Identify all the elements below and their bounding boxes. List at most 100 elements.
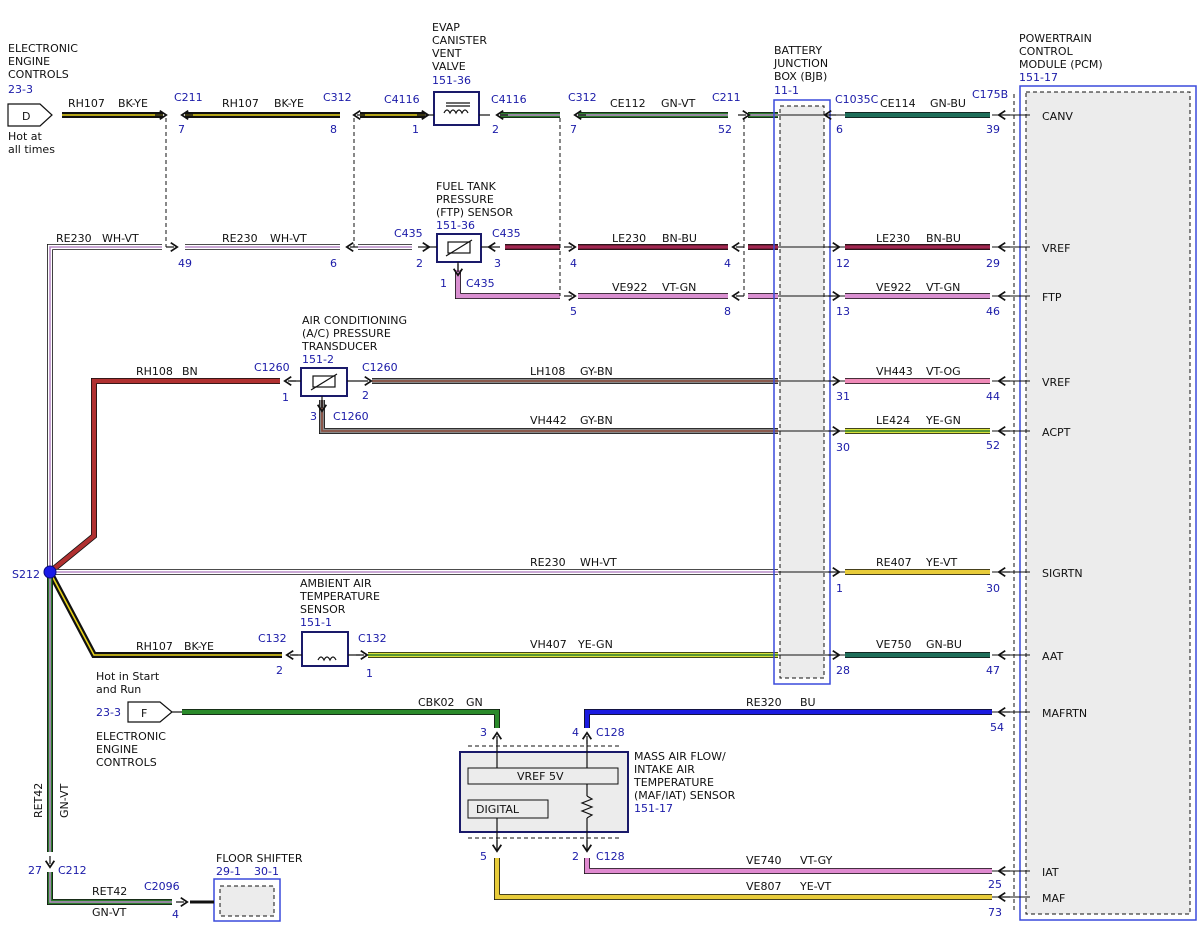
eec-bottom-title-3: CONTROLS (96, 756, 157, 769)
ftp-title-2: PRESSURE (436, 193, 494, 206)
pcm-pin-ftp: FTP (1042, 291, 1062, 304)
label-ve750-circuit: VE750 (876, 638, 911, 651)
pin-c211-8: 8 (724, 305, 731, 318)
wire-stroke (49, 872, 172, 903)
pass-through-lines (778, 114, 1030, 898)
pin-c175b-54: 54 (990, 721, 1004, 734)
label-re230-b-color: WH-VT (270, 232, 307, 245)
pin-c175b-25: 25 (988, 878, 1002, 891)
floor-shifter-ref-2: 30-1 (254, 865, 279, 878)
label-re230-a-color: WH-VT (102, 232, 139, 245)
conn-c1260-b: C1260 (362, 361, 398, 374)
pin-c128-5: 5 (480, 850, 487, 863)
pcm-title-2: CONTROL (1019, 45, 1074, 58)
label-le230-b-color: BN-BU (926, 232, 961, 245)
conn-c132-a: C132 (258, 632, 287, 645)
label-le230-b-circuit: LE230 (876, 232, 910, 245)
wire-cbk02 (182, 709, 500, 728)
label-ret42-a-color: GN-VT (58, 783, 71, 818)
aat-component: AMBIENT AIR TEMPERATURE SENSOR 151-1 (292, 577, 380, 667)
pin-c1260-2: 2 (362, 389, 369, 402)
label-vh442-circuit: VH442 (530, 414, 567, 427)
eec-bottom-ref: 23-3 (96, 706, 121, 719)
wire-stroke (586, 858, 992, 872)
connector-links (165, 118, 745, 296)
pin-c211-4: 4 (724, 257, 731, 270)
ac-title-2: (A/C) PRESSURE (302, 327, 391, 340)
conn-c211-b: C211 (712, 91, 741, 104)
label-ce112-color: GN-VT (661, 97, 696, 110)
wire-stroke (496, 858, 992, 898)
wire-stroke (182, 711, 498, 728)
label-rh108-color: BN (182, 365, 198, 378)
aat-title-1: AMBIENT AIR (300, 577, 372, 590)
wire-rh108 (48, 378, 280, 575)
label-lh108-color: GY-BN (580, 365, 613, 378)
pin-c1260-1: 1 (282, 391, 289, 404)
wire-ve807 (494, 858, 992, 900)
floor-shifter-outline (213, 878, 281, 922)
wire-rh107-aat (47, 570, 282, 658)
label-ret42-b-circuit: RET42 (92, 885, 127, 898)
pcm-pin-maf: MAF (1042, 892, 1065, 905)
wire-re230-main (47, 244, 162, 572)
bjb-body (779, 105, 825, 679)
wire-stroke (49, 246, 162, 572)
label-ve750-color: GN-BU (926, 638, 962, 651)
pcm-component: POWERTRAIN CONTROL MODULE (PCM) 151-17 C… (1013, 32, 1197, 921)
conn-c132-b: C132 (358, 632, 387, 645)
label-le230-a-circuit: LE230 (612, 232, 646, 245)
ftp-ref: 151-36 (436, 219, 475, 232)
bjb-title-1: BATTERY (774, 44, 822, 57)
wire-stroke (47, 244, 162, 572)
pcm-pin-acpt: ACPT (1042, 426, 1071, 439)
ftp-title-3: (FTP) SENSOR (436, 206, 513, 219)
conn-c128-b: C128 (596, 850, 625, 863)
pin-c128-4: 4 (572, 726, 579, 739)
pcm-pin-vref-2: VREF (1042, 376, 1070, 389)
pin-c435-3: 3 (494, 257, 501, 270)
pcm-title-1: POWERTRAIN (1019, 32, 1092, 45)
evap-title-1: EVAP (432, 21, 460, 34)
eec-bottom-note-1: Hot in Start (96, 670, 160, 683)
bjb-component: BATTERY JUNCTION BOX (BJB) 11-1 (773, 44, 831, 685)
splice-s212 (43, 565, 57, 579)
wire-labels: RH107 BK-YE RH107 BK-YE CE112 GN-VT CE11… (32, 97, 966, 919)
conn-c312-b: C312 (568, 91, 597, 104)
label-re230-c-circuit: RE230 (530, 556, 566, 569)
pin-c312-7: 7 (570, 123, 577, 136)
conn-c435-a: C435 (394, 227, 423, 240)
ac-component: AIR CONDITIONING (A/C) PRESSURE TRANSDUC… (290, 314, 407, 408)
aat-box (301, 631, 349, 667)
label-ve740-circuit: VE740 (746, 854, 781, 867)
aat-title-2: TEMPERATURE (299, 590, 380, 603)
pin-c435-1: 1 (440, 277, 447, 290)
maf-digital-box (467, 799, 549, 819)
pin-c1035c-28: 28 (836, 664, 850, 677)
wire-re320 (584, 709, 992, 728)
label-ce112-circuit: CE112 (610, 97, 646, 110)
pin-c175b-46: 46 (986, 305, 1000, 318)
pin-c212-27: 27 (28, 864, 42, 877)
pcm-body (1025, 91, 1191, 915)
wire-stroke (494, 858, 992, 900)
evap-title-4: VALVE (432, 60, 466, 73)
pcm-title-3: MODULE (PCM) (1019, 58, 1103, 71)
eec-top-title-3: CONTROLS (8, 68, 69, 81)
wire-stroke (584, 709, 992, 728)
maf-title-2: INTAKE AIR (634, 763, 695, 776)
pin-c211-7: 7 (178, 123, 185, 136)
maf-title-1: MASS AIR FLOW/ (634, 750, 726, 763)
ac-title-1: AIR CONDITIONING (302, 314, 407, 327)
label-cbk02-circuit: CBK02 (418, 696, 454, 709)
maf-title-4: (MAF/IAT) SENSOR (634, 789, 736, 802)
pin-c175b-44: 44 (986, 390, 1000, 403)
eec-top-pin-label: D (22, 110, 30, 123)
ac-ref: 151-2 (302, 353, 334, 366)
label-re407-circuit: RE407 (876, 556, 912, 569)
eec-bottom-pin-label: F (141, 707, 147, 720)
eec-top-note-1: Hot at (8, 130, 43, 143)
ac-sensor-icon (312, 375, 336, 388)
aat-sensor-icon (317, 656, 337, 662)
